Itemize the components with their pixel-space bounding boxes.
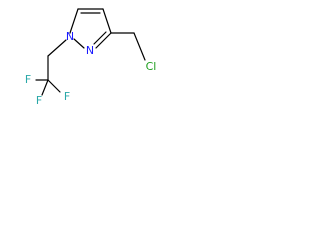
bond-ch2-cl: [133, 32, 146, 61]
molecule-diagram: N N Cl F F F: [25, 8, 157, 107]
atom-f1-label: F: [25, 73, 31, 86]
atom-f2-label: F: [36, 94, 42, 107]
atom-n1-label: N: [66, 30, 74, 43]
bond-c3-n2: [95, 32, 112, 49]
bond-n1-c5: [69, 8, 79, 34]
bond-c3-n2-double: [93, 31, 107, 45]
structure-canvas: N N Cl F F F: [0, 0, 170, 107]
bond-c-f2: [47, 79, 61, 93]
bond-n2-n1: [73, 38, 85, 49]
atom-cl-label: Cl: [146, 60, 157, 73]
bond-n1-ch2: [47, 39, 67, 57]
atom-n2-label: N: [86, 44, 94, 57]
atom-f3-label: F: [64, 90, 70, 103]
bond-c-f1: [41, 79, 49, 96]
bond-c4-c3: [102, 8, 112, 34]
